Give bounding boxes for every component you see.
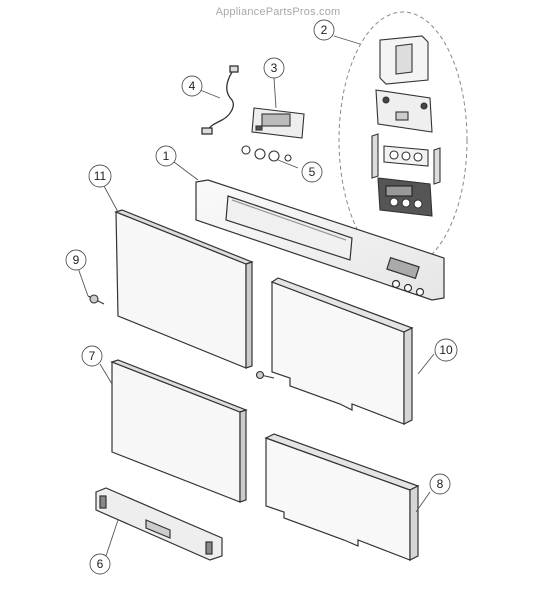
part-6-bracket <box>95 487 223 561</box>
callout-2: 2 <box>313 19 335 41</box>
callout-11: 11 <box>88 164 112 188</box>
part-9-screw <box>87 294 105 305</box>
callout-1: 1 <box>155 145 177 167</box>
callout-9: 9 <box>65 249 87 271</box>
callout-5: 5 <box>301 161 323 183</box>
part-3-display-board <box>251 107 305 139</box>
callout-2-label: 2 <box>321 23 328 37</box>
part-8-lower-liner <box>264 433 420 561</box>
part-10-screw <box>255 370 275 380</box>
part-2-keypad <box>371 133 441 185</box>
leader-lines <box>77 35 435 557</box>
callout-9-label: 9 <box>73 253 80 267</box>
watermark: AppliancePartsPros.com <box>215 6 341 18</box>
callout-7: 7 <box>81 345 103 367</box>
callout-11-label: 11 <box>94 169 107 183</box>
callout-6: 6 <box>89 553 111 575</box>
callout-8-label: 8 <box>437 477 444 491</box>
callout-3-label: 3 <box>271 61 278 75</box>
part-4-wire-harness <box>201 65 239 135</box>
part-1-control-panel <box>195 179 445 301</box>
part-5-knobs <box>241 145 292 162</box>
part-7-lower-door-panel <box>110 359 248 503</box>
callout-10-label: 10 <box>439 343 453 357</box>
callout-4: 4 <box>181 75 203 97</box>
part-10-liner <box>270 277 414 425</box>
part-2-display-assembly <box>377 177 433 217</box>
callout-5-label: 5 <box>309 165 316 179</box>
part-11-upper-door-panel <box>114 209 254 369</box>
part-2-board <box>375 89 433 133</box>
callout-6-label: 6 <box>97 557 104 571</box>
callout-4-label: 4 <box>189 79 196 93</box>
callout-10: 10 <box>434 338 458 362</box>
callout-7-label: 7 <box>89 349 96 363</box>
callout-3: 3 <box>263 57 285 79</box>
callout-8: 8 <box>429 473 451 495</box>
part-2-bracket <box>379 35 429 85</box>
callout-1-label: 1 <box>163 149 170 163</box>
